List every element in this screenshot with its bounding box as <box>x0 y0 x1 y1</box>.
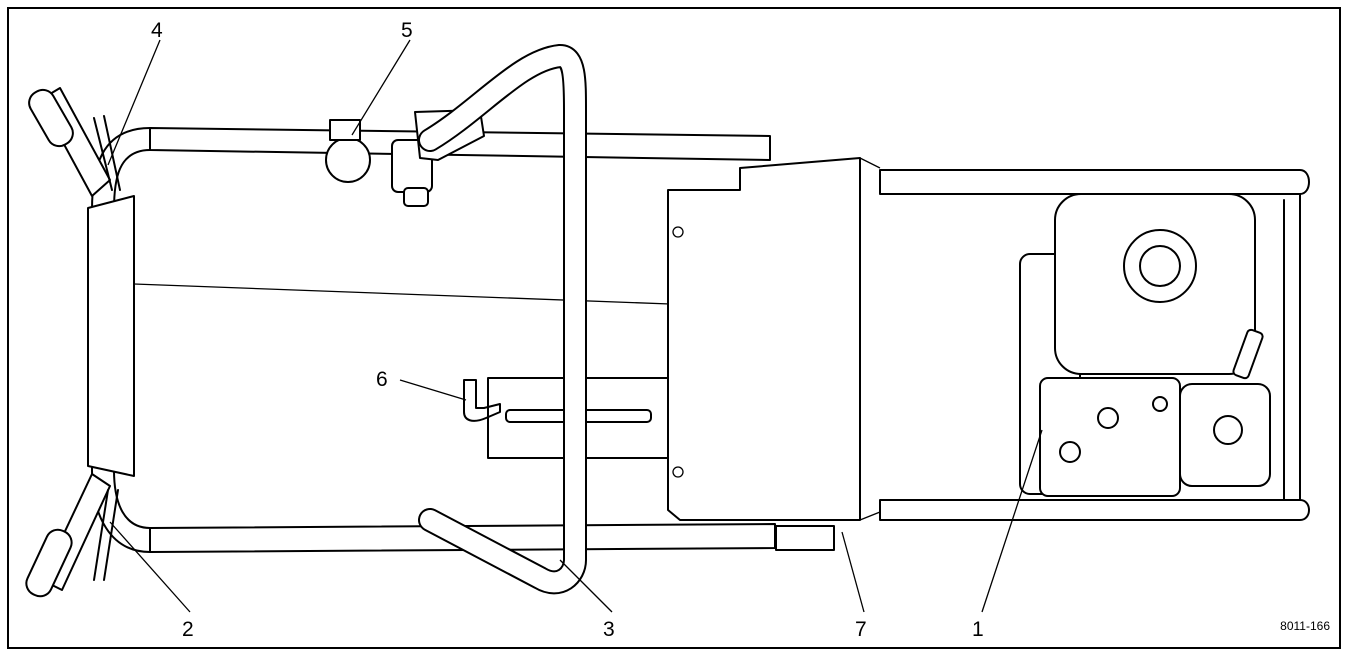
handle-grip-pad <box>87 195 135 477</box>
callout-1: 1 <box>972 618 984 641</box>
callout-4: 4 <box>151 19 163 42</box>
figure-id: 8011-166 <box>1280 619 1330 633</box>
center-housing <box>667 157 881 551</box>
callout-7: 7 <box>855 618 867 641</box>
handle-grips <box>25 87 121 598</box>
callout-3: 3 <box>603 618 615 641</box>
callout-6: 6 <box>376 368 388 391</box>
engine-cover <box>1039 377 1181 497</box>
callout-5: 5 <box>401 19 413 42</box>
engine <box>1019 193 1271 497</box>
engine-frame <box>879 169 1310 521</box>
leader-lines <box>107 39 1043 613</box>
callout-2: 2 <box>182 618 194 641</box>
u-bar <box>420 46 585 593</box>
lever-6 <box>463 379 501 422</box>
